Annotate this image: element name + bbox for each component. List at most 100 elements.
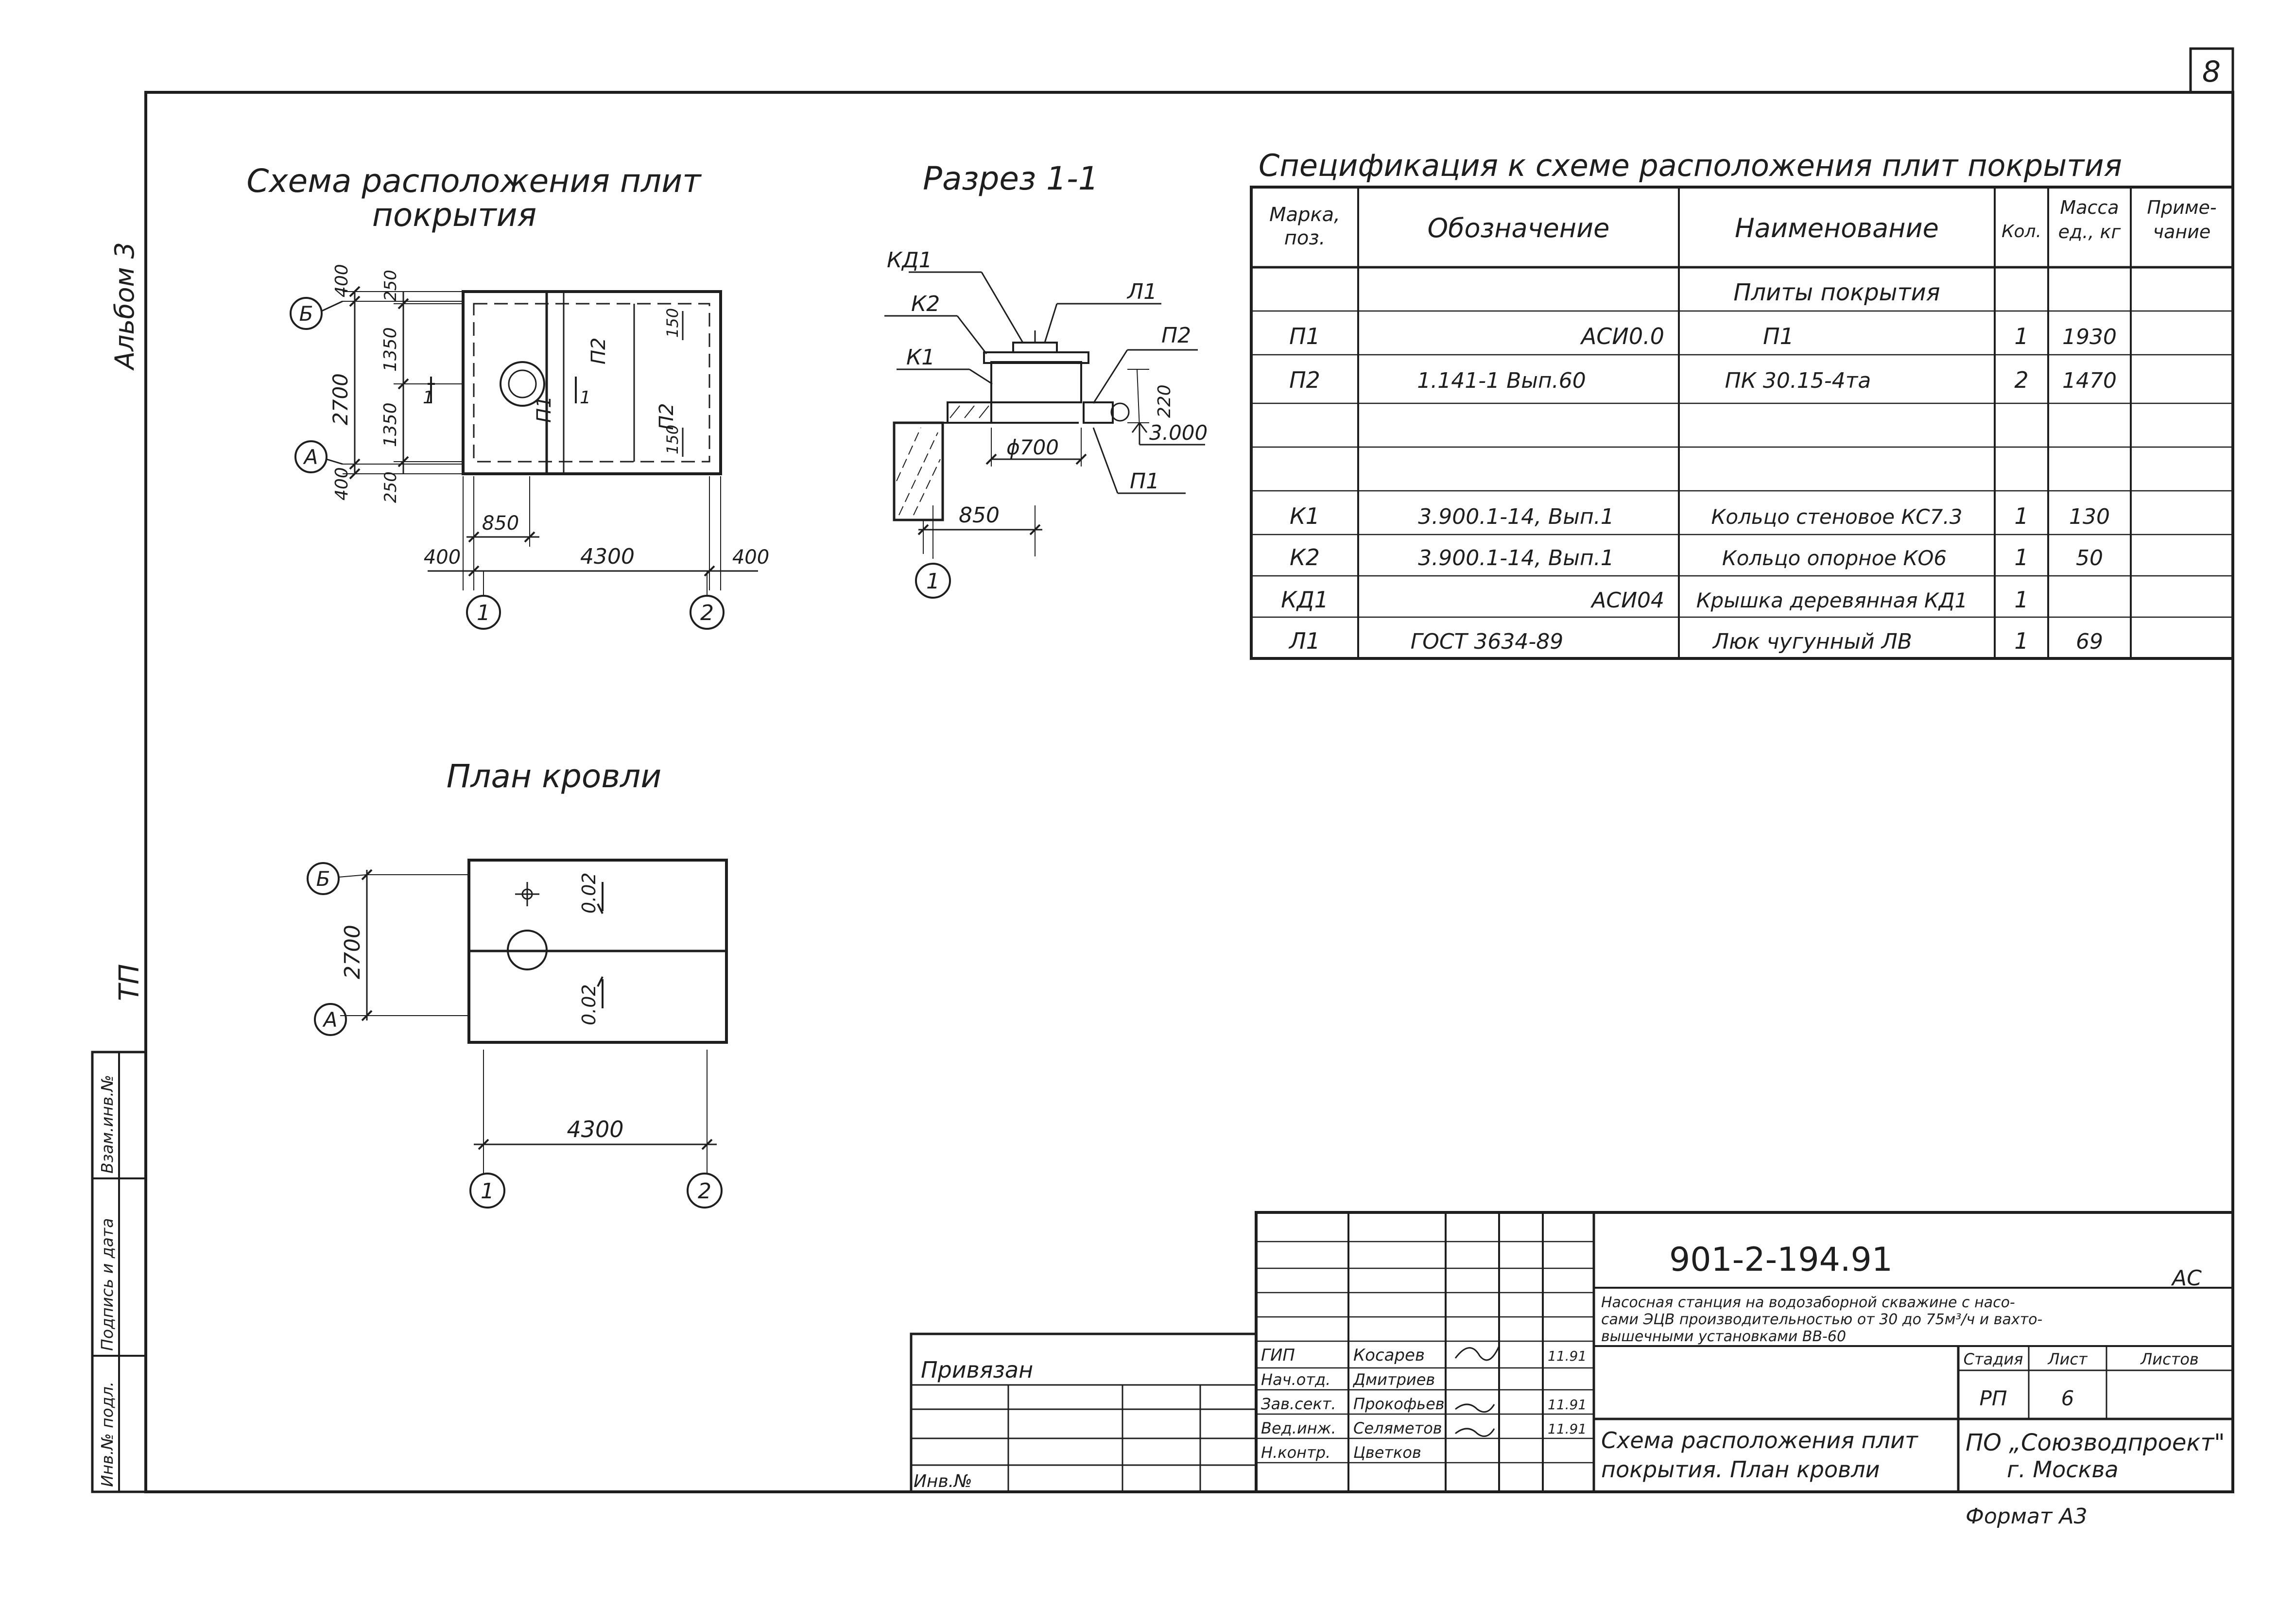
roof-dim-2700: 2700: [340, 925, 365, 979]
date-0: 11.91: [1548, 1348, 1587, 1364]
project-desc-2: сами ЭЦВ производительностью от 30 до 75…: [1601, 1311, 2042, 1328]
section-cut-left-label: 1: [423, 388, 434, 408]
spec-row-8: Л1 ГОСТ 3634-89 Люк чугунный ЛВ 1 69: [1288, 628, 2103, 654]
label-kd1: КД1: [887, 248, 932, 273]
signature-3: [1455, 1428, 1495, 1437]
spec-row-6-mass: 50: [2076, 546, 2103, 570]
project-desc-1: Насосная станция на водозаборной скважин…: [1601, 1294, 2015, 1311]
axis-a-bubble: [294, 440, 328, 473]
slab-plan-title-2: покрытия: [372, 196, 536, 234]
spec-row-5-qty: 1: [2014, 503, 2028, 529]
roof-plan: План кровли 0.02 0.02 2700 Б А 4300: [307, 758, 728, 1209]
name-0: Косарев: [1353, 1346, 1425, 1365]
roof-dim-4300: 4300: [567, 1116, 623, 1142]
spec-row-2-mass: 1470: [2062, 368, 2117, 393]
section-1-1: Разрез 1-1 КД1 К2 К1: [884, 160, 1208, 599]
sheets-header: Листов: [2140, 1350, 2199, 1368]
project-desc-3: вышечными установками ВВ-60: [1601, 1328, 1846, 1345]
dim-1350-lower: 1350: [380, 402, 400, 447]
roof-axis-a-bubble: [314, 1003, 347, 1036]
spec-row-5-name: Кольцо стеновое КС7.3: [1711, 505, 1963, 529]
dim-150-lower: 150: [663, 425, 682, 454]
spec-row-7-name: Крышка деревянная КД1: [1696, 588, 1968, 612]
section-pipe: [1110, 402, 1130, 422]
spec-row-2: П2 1.141-1 Вып.60 ПК 30.15-4та 2 1470: [1289, 367, 2117, 393]
roof-title: План кровли: [447, 758, 662, 795]
label-l1: Л1: [1126, 279, 1157, 304]
role-4: Н.контр.: [1261, 1443, 1330, 1462]
spec-header-qty: Кол.: [2002, 222, 2041, 242]
spec-row-5-mass: 130: [2069, 504, 2110, 529]
section-axis-1-label: 1: [926, 569, 940, 594]
name-3: Селяметов: [1353, 1419, 1442, 1437]
spec-row-6-designation: 3.900.1-14, Вып.1: [1418, 546, 1614, 570]
album-label: Альбом 3: [109, 242, 140, 371]
dim-2700: 2700: [328, 373, 352, 425]
sheet-value: 6: [2061, 1386, 2074, 1410]
dim-150-upper: 150: [663, 308, 682, 338]
dim-850: 850: [482, 512, 519, 535]
axis-b-label: Б: [299, 302, 313, 326]
stage-value: РП: [1980, 1386, 2007, 1410]
name-4: Цветков: [1353, 1443, 1421, 1462]
spec-row-1-mark: П1: [1289, 323, 1320, 349]
spec-row-8-mass: 69: [2076, 629, 2103, 654]
spec-row-2-mark: П2: [1289, 367, 1320, 393]
mark-p2a: П2: [587, 337, 610, 364]
label-k2: К2: [911, 292, 940, 316]
dim-1350-upper: 1350: [380, 327, 400, 372]
section-code: АС: [2171, 1266, 2202, 1291]
axis-1-label: 1: [477, 601, 490, 625]
spec-row-1-mass: 1930: [2062, 325, 2117, 349]
section-dim-850: 850: [959, 503, 1000, 528]
spec-header-note: Приме-чание: [2147, 197, 2216, 242]
stamp-inv-label: Инв.№ подл.: [98, 1382, 117, 1487]
specification-table: Спецификация к схеме расположения плит п…: [1250, 148, 2234, 660]
dim-400-right: 400: [732, 546, 769, 569]
role-3: Вед.инж.: [1261, 1419, 1336, 1437]
label-p2: П2: [1161, 323, 1191, 348]
slab-inner-contour: [473, 303, 710, 463]
spec-row-1-designation: АСИ0.0: [1580, 323, 1664, 349]
date-3: 11.91: [1548, 1421, 1587, 1437]
dim-4300: 4300: [580, 544, 635, 569]
spec-row-7-mark: КД1: [1281, 587, 1329, 613]
name-2: Прокофьев: [1353, 1395, 1445, 1413]
roof-opening: [507, 930, 548, 970]
mark-p2b: П2: [656, 403, 678, 430]
roof-axis-b-label: Б: [316, 867, 330, 891]
axis-b-bubble: [290, 297, 323, 330]
roof-axis-1-label: 1: [481, 1179, 494, 1204]
mark-p1: П1: [533, 396, 555, 423]
page-number: 8: [2202, 55, 2221, 89]
roof-axis-a-label: А: [322, 1008, 338, 1032]
spec-header-name: Наименование: [1735, 213, 1939, 243]
dim-400-left: 400: [424, 546, 461, 569]
main-title-block: [1255, 1211, 2234, 1493]
axis-2-label: 2: [700, 601, 714, 625]
stage-header: Стадия: [1964, 1350, 2023, 1368]
spec-row-7-designation: АСИ04: [1590, 588, 1664, 613]
spec-row-8-qty: 1: [2014, 628, 2028, 654]
dim-400-bottom: 400: [332, 467, 352, 501]
left-margin: Альбом 3 ТП Инв.№ подл. Подпись и дата В…: [91, 242, 147, 1493]
title-block: Привязан Инв.№ 901-2-194.91 АС Насосная …: [910, 1211, 2234, 1529]
spec-row-8-name: Люк чугунный ЛВ: [1712, 629, 1912, 654]
spec-row-0-name: Плиты покрытия: [1733, 279, 1940, 306]
drawing-title-2: покрытия. План кровли: [1601, 1456, 1880, 1483]
slab-plan: Схема расположения плит покрытия П1 П2 П…: [246, 162, 769, 630]
spec-header-designation: Обозначение: [1428, 213, 1610, 243]
date-2: 11.91: [1548, 1397, 1587, 1413]
roof-axis-2-bubble: [687, 1173, 723, 1209]
section-axis-1-bubble: [915, 563, 951, 599]
spec-row-5: К1 3.900.1-14, Вып.1 Кольцо стеновое КС7…: [1290, 503, 2110, 529]
slab-opening-outer: [500, 361, 545, 407]
project-code: 901-2-194.91: [1669, 1241, 1893, 1279]
format-label: Формат А3: [1966, 1504, 2088, 1529]
spec-row-6: К2 3.900.1-14, Вып.1 Кольцо опорное КО6 …: [1290, 544, 2103, 570]
slope-bottom: 0.02: [578, 984, 600, 1025]
signature-2: [1455, 1403, 1495, 1413]
inv-label: Инв.№: [914, 1471, 972, 1491]
stamp-signature-label: Подпись и дата: [98, 1218, 117, 1351]
